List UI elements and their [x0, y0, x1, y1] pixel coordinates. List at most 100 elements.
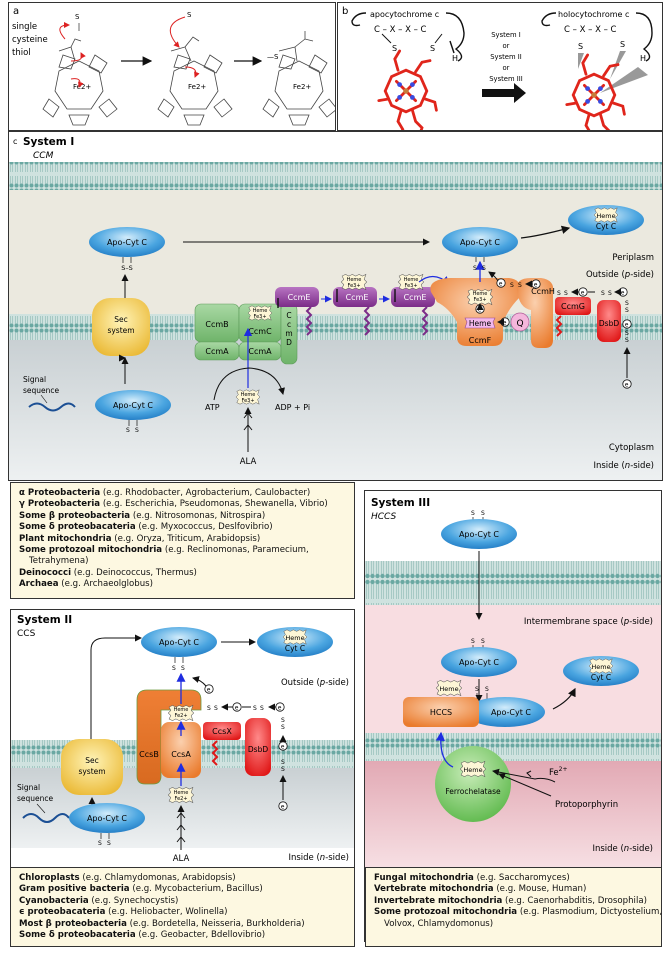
inside-label: Inside (n-side) [592, 844, 653, 854]
svg-text:DsbD: DsbD [599, 319, 619, 328]
side-text-line: thiol [12, 48, 31, 58]
svg-text:Sec: Sec [85, 756, 99, 765]
system-3-diagram: System III HCCS S S Apo-Cyt C Intermembr… [365, 491, 661, 869]
svg-text:S: S [510, 282, 514, 289]
svg-text:Heme: Heme [347, 277, 362, 283]
organism-group: ϵ proteobacateria [19, 907, 106, 918]
svg-text:Heme: Heme [591, 663, 610, 671]
svg-text:Heme: Heme [473, 291, 488, 297]
electron-icon [622, 319, 632, 330]
organism-examples: (e.g. Escherichia, Pseudomonas, Shewanel… [100, 499, 328, 510]
svg-text:Fe2+: Fe2+ [174, 713, 187, 719]
svg-text:C: C [286, 311, 291, 320]
electron-icon [618, 287, 628, 298]
svg-text:H: H [640, 54, 646, 63]
ccmE-1: CcmE [275, 287, 319, 336]
panel-a: a single cysteine thiol Fe2+ S Fe2+ S Fe… [8, 2, 336, 131]
svg-text:Fe2+: Fe2+ [174, 796, 187, 802]
svg-text:Q: Q [516, 319, 523, 329]
organism-examples: (e.g. Mycobacterium, Bacillus) [129, 884, 263, 895]
signal-sequence [22, 813, 70, 823]
organism-row: Gram positive bacteria (e.g. Mycobacteri… [19, 884, 346, 895]
svg-text:CcmB: CcmB [205, 320, 228, 329]
organism-group: Invertebrate mitochondria [374, 895, 503, 906]
ccmE-2: CcmE Heme Fe3+ [333, 274, 377, 336]
svg-text:S: S [625, 330, 629, 337]
svg-text:S: S [75, 13, 80, 21]
apo-cyt-c-cytosol [441, 519, 517, 549]
panel-b: b apocytochrome c C – X – X – C S S H Sy… [337, 2, 663, 131]
system-2-organisms: Chloroplasts (e.g. Chlamydomonas, Arabid… [10, 867, 355, 947]
svg-text:CcmG: CcmG [561, 302, 585, 311]
svg-text:system: system [107, 326, 134, 335]
organism-row: Some β proteobacteria (e.g. Nitrosomonas… [19, 511, 346, 522]
organism-row: α Proteobacteria (e.g. Rhodobacter, Agro… [19, 488, 346, 499]
svg-text:CcmE: CcmE [404, 293, 427, 302]
motif: C – X – X – C [374, 25, 427, 35]
electron-icon [622, 379, 632, 390]
holo-title: holocytochrome c [558, 10, 629, 19]
dsbD [597, 300, 621, 342]
outer-membrane [9, 162, 662, 190]
svg-text:S: S [471, 638, 475, 645]
system-title: System I [23, 136, 74, 148]
system-subtitle: HCCS [371, 512, 397, 522]
svg-text:CcmE: CcmE [288, 293, 311, 302]
organism-examples: (e.g. Mouse, Human) [493, 884, 587, 895]
organism-row: Some protozoal mitochondria (e.g. Plasmo… [374, 907, 662, 918]
outside-label: Outside (p-side) [281, 678, 349, 688]
svg-text:Fe3+: Fe3+ [404, 283, 417, 289]
inner-mito-membrane [365, 733, 661, 761]
organism-row: Some δ proteobacateria (e.g. Myxococcus,… [19, 522, 346, 533]
svg-text:Heme: Heme [253, 308, 268, 314]
svg-text:S: S [473, 265, 477, 272]
electron-icon [475, 304, 485, 315]
svg-text:S: S [135, 427, 139, 434]
ccsA [161, 722, 201, 778]
organism-row: Volvox, Chlamydomonus) [374, 919, 653, 930]
electron-icon [496, 278, 506, 289]
svg-text:S: S [281, 717, 285, 724]
organism-examples: Volvox, Chlamydomonus) [384, 918, 494, 929]
organism-group: Fungal mitochondria [374, 873, 474, 883]
svg-text:S: S [481, 638, 485, 645]
dsbD [245, 718, 271, 776]
organism-group: Deinococci [19, 567, 72, 578]
svg-text:S: S [518, 282, 522, 289]
system-1-organisms: α Proteobacteria (e.g. Rhodobacter, Agro… [10, 482, 355, 599]
sec-system [92, 298, 150, 356]
svg-text:Heme: Heme [439, 685, 458, 693]
svg-text:Heme: Heme [285, 634, 304, 642]
svg-text:S: S [172, 665, 176, 672]
svg-text:S: S [482, 265, 486, 272]
svg-text:Apo-Cyt C: Apo-Cyt C [459, 658, 499, 667]
system-subtitle: CCM [33, 151, 54, 161]
organism-group: Some protozoal mitochondria [19, 545, 163, 556]
svg-text:S: S [471, 510, 475, 517]
panel-a-mechanism: a single cysteine thiol Fe2+ S Fe2+ S Fe… [12, 6, 335, 126]
organism-examples: (e.g. Saccharomyces) [473, 873, 570, 883]
svg-text:System III: System III [489, 75, 523, 83]
electron-icon [232, 702, 242, 713]
panel-c-label: c [13, 137, 17, 146]
side-text-line: cysteine [12, 35, 48, 45]
svg-text:system: system [78, 767, 105, 776]
svg-text:CcmA: CcmA [205, 347, 229, 356]
svg-text:ATP: ATP [205, 403, 220, 412]
signal-sequence [28, 402, 76, 412]
inside-label: Inside (n-side) [288, 853, 349, 863]
svg-text:sequence: sequence [23, 386, 60, 395]
svg-text:S: S [564, 290, 568, 297]
system-2-diagram: System II CCS Sec system Signal sequence… [11, 610, 354, 864]
heme-molecule [377, 49, 438, 130]
svg-text:CcmF: CcmF [469, 336, 492, 345]
fe-label: Fe2+ [549, 766, 568, 778]
organism-examples: (e.g. Nitrosomonas, Nitrospira) [130, 510, 266, 521]
signal-sequence-label: Signal [17, 783, 40, 792]
cytoplasm-label: Cytoplasm [609, 443, 654, 453]
electron-icon [278, 741, 288, 752]
svg-text:Apo-Cyt C: Apo-Cyt C [460, 238, 500, 247]
organism-examples: Tetrahymena) [29, 556, 89, 567]
svg-text:S: S [608, 290, 612, 297]
organism-group: Chloroplasts [19, 873, 80, 883]
